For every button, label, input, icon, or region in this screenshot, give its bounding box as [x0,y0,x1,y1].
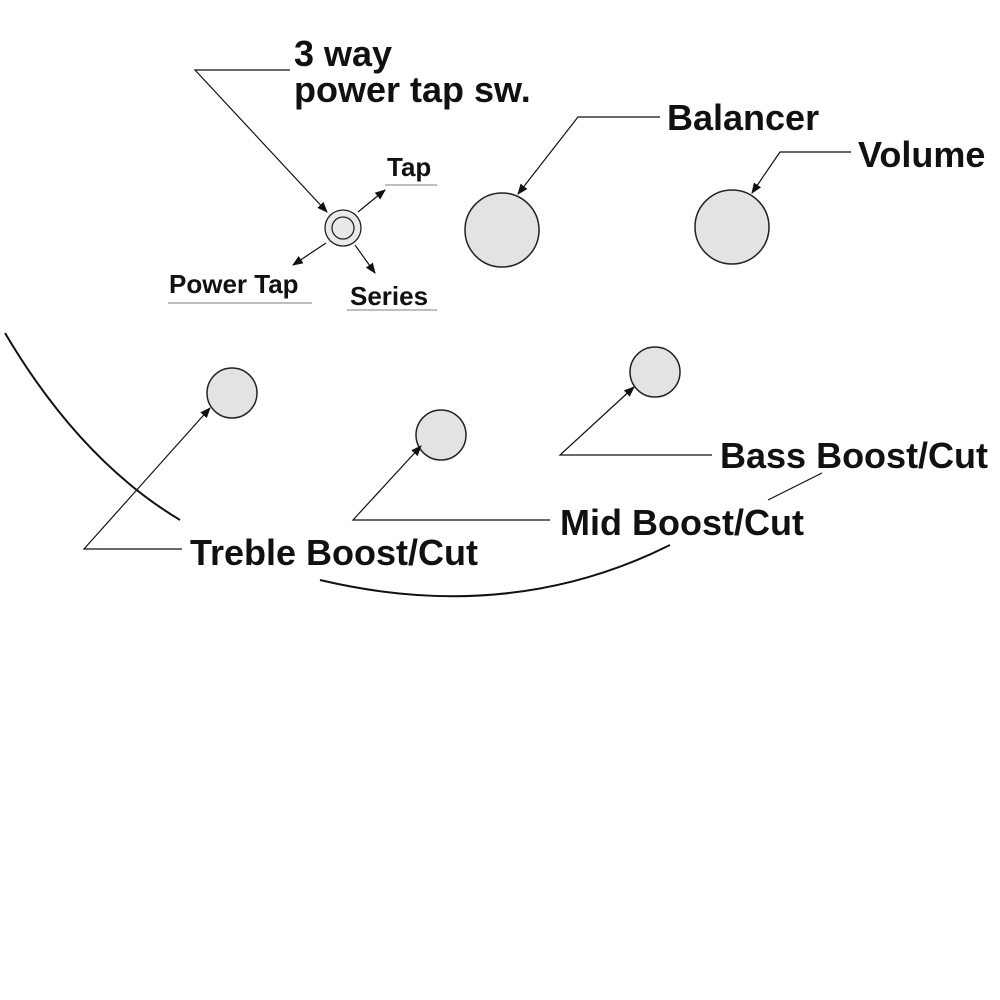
balancer-leader-line [517,116,660,195]
power-tap-arrow [292,242,327,266]
switch-leader-line [193,69,328,213]
volume-leader-line [751,151,851,194]
mid-leader-line [351,445,550,521]
body-outline-left-curve [4,332,181,521]
switch-label-line2: power tap sw. [294,69,531,110]
switch-label-line1: 3 way [294,33,392,74]
bass-knob[interactable] [629,346,681,398]
treble-label: Treble Boost/Cut [190,532,478,573]
balancer-label: Balancer [667,97,819,138]
mid-label: Mid Boost/Cut [560,502,804,543]
body-outline-bottom-connector [767,472,823,501]
volume-label: Volume [858,134,985,175]
mid-knob[interactable] [415,409,467,461]
series-arrow [354,244,376,274]
tap-arrow [357,189,386,213]
power-tap-switch[interactable] [324,209,362,247]
tap-label: Tap [387,152,431,182]
body-outline-bottom-curve [319,544,671,598]
bass-leader-line [558,386,712,456]
bass-label: Bass Boost/Cut [720,435,988,476]
series-label: Series [350,281,428,311]
volume-knob[interactable] [694,189,770,265]
balancer-knob[interactable] [464,192,540,268]
power-tap-label: Power Tap [169,269,299,299]
treble-leader-line [82,407,211,550]
treble-knob[interactable] [206,367,258,419]
